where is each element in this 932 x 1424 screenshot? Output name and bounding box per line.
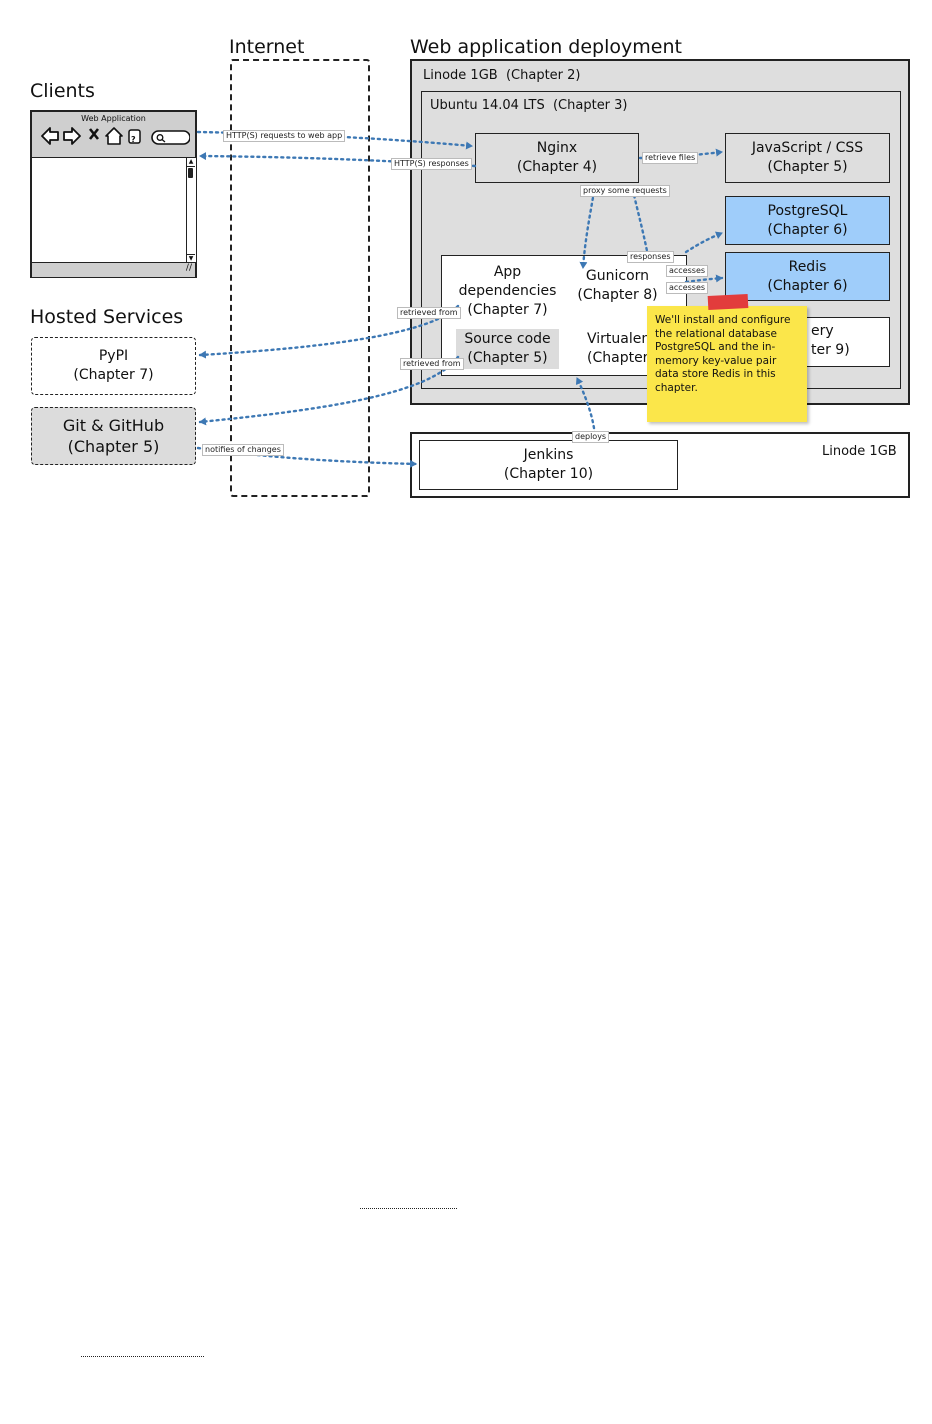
linode-main-label: Linode 1GB (Chapter 2) xyxy=(423,68,581,83)
hosted-services-heading: Hosted Services xyxy=(30,306,184,328)
note-tape xyxy=(707,293,749,311)
redis-chapter: (Chapter 6) xyxy=(767,277,848,294)
gunicorn-chapter: (Chapter 8) xyxy=(577,287,658,303)
browser-statusbar: // xyxy=(32,262,195,277)
arrow-proxy-requests xyxy=(579,184,597,270)
edge-label-retrieved-git: retrieved from xyxy=(400,358,464,370)
connection-arrows xyxy=(196,130,724,468)
edge-label-deploys: deploys xyxy=(572,431,610,443)
source-code-label: Source code xyxy=(464,331,551,347)
edge-label-http-responses: HTTP(S) responses xyxy=(391,158,472,170)
help-glyph: ? xyxy=(131,135,136,144)
edge-label-notifies: notifies of changes xyxy=(202,444,284,456)
sticky-note: We'll install and configure the relation… xyxy=(647,306,807,422)
git-github-box: Git & GitHub (Chapter 5) xyxy=(31,407,196,465)
edge-label-responses: responses xyxy=(627,251,674,263)
sticky-note-text: We'll install and configure the relation… xyxy=(655,314,791,394)
git-label: Git & GitHub xyxy=(62,416,165,435)
app-deps-line1: App xyxy=(493,264,522,280)
source-code-box: Source code (Chapter 5) xyxy=(456,329,559,369)
postgresql-box: PostgreSQL (Chapter 6) xyxy=(725,196,890,245)
dotted-rule-1 xyxy=(360,1208,457,1209)
arrow-accesses-postgres xyxy=(684,231,724,254)
ubuntu-name: Ubuntu 14.04 LTS xyxy=(430,98,545,113)
jenkins-label: Jenkins xyxy=(523,447,574,463)
scroll-thumb[interactable] xyxy=(188,168,193,178)
edge-label-accesses-postgres: accesses xyxy=(666,265,709,277)
dotted-rule-2 xyxy=(81,1356,204,1357)
postgres-label: PostgreSQL xyxy=(767,202,848,219)
search-icon xyxy=(151,130,190,145)
scroll-down-icon[interactable]: ▼ xyxy=(187,254,195,262)
git-chapter: (Chapter 5) xyxy=(67,437,160,456)
app-deps-chapter: (Chapter 7) xyxy=(467,302,548,318)
app-dependencies: App dependencies (Chapter 7) xyxy=(450,263,565,320)
edge-label-http-requests: HTTP(S) requests to web app xyxy=(223,130,346,142)
virtualenv-name: Virtualen xyxy=(587,331,651,347)
arrow-retrieved-git xyxy=(198,355,460,426)
jenkins-chapter: (Chapter 10) xyxy=(503,466,594,482)
edge-label-proxy-requests: proxy some requests xyxy=(580,185,670,197)
jscss-label: JavaScript / CSS xyxy=(751,140,864,156)
back-arrow-icon xyxy=(41,127,59,145)
celery-chapter: ter 9) xyxy=(811,342,850,358)
app-deps-line2: dependencies xyxy=(458,283,557,299)
nginx-label: Nginx xyxy=(536,140,578,156)
forward-arrow-icon xyxy=(63,127,81,145)
edge-label-retrieved-pypi: retrieved from xyxy=(397,307,461,319)
postgres-chapter: (Chapter 6) xyxy=(767,221,848,238)
redis-box: Redis (Chapter 6) xyxy=(725,252,890,301)
scroll-up-icon[interactable]: ▲ xyxy=(187,158,195,167)
virtualenv-chapter: (Chapter xyxy=(587,350,649,366)
deployment-heading: Web application deployment xyxy=(410,36,682,58)
pypi-box: PyPI (Chapter 7) xyxy=(31,337,196,395)
browser-scrollbar[interactable]: ▲ ▼ xyxy=(186,158,196,262)
edge-label-accesses-redis: accesses xyxy=(666,282,709,294)
clients-heading: Clients xyxy=(30,80,95,102)
internet-heading: Internet xyxy=(229,36,305,58)
virtualenv-label: Virtualen (Chapter xyxy=(587,330,650,368)
gunicorn-label: Gunicorn xyxy=(585,268,650,284)
pypi-chapter: (Chapter 7) xyxy=(73,367,154,383)
ubuntu-label: Ubuntu 14.04 LTS (Chapter 3) xyxy=(430,98,628,113)
redis-label: Redis xyxy=(788,258,827,275)
home-icon xyxy=(105,127,123,145)
linode-main-chapter: (Chapter 2) xyxy=(505,68,581,83)
browser-title: Web Application xyxy=(81,114,146,123)
help-icon xyxy=(128,129,141,144)
internet-boundary xyxy=(230,59,370,497)
browser-window: Web Application ? ▲ ▼ // xyxy=(30,110,197,278)
arrow-accesses-redis xyxy=(684,274,724,284)
ubuntu-chapter: (Chapter 3) xyxy=(552,98,628,113)
browser-nav-icons xyxy=(41,127,190,145)
javascript-css-box: JavaScript / CSS (Chapter 5) xyxy=(725,133,890,183)
close-x-icon xyxy=(88,128,100,140)
resize-grip-icon[interactable]: // xyxy=(185,263,192,273)
edge-label-retrieve-files: retrieve files xyxy=(642,152,699,164)
jenkins-box: Jenkins (Chapter 10) xyxy=(419,440,678,490)
celery-label: ery xyxy=(811,323,834,339)
gunicorn: Gunicorn (Chapter 8) xyxy=(570,267,665,305)
source-code-chapter: (Chapter 5) xyxy=(467,350,548,366)
linode-main-name: Linode 1GB xyxy=(423,68,498,83)
jscss-chapter: (Chapter 5) xyxy=(767,159,848,175)
linode-ci-label: Linode 1GB xyxy=(822,444,897,459)
nginx-chapter: (Chapter 4) xyxy=(516,159,598,175)
pypi-label: PyPI xyxy=(98,348,129,364)
nginx-box: Nginx (Chapter 4) xyxy=(475,133,639,183)
